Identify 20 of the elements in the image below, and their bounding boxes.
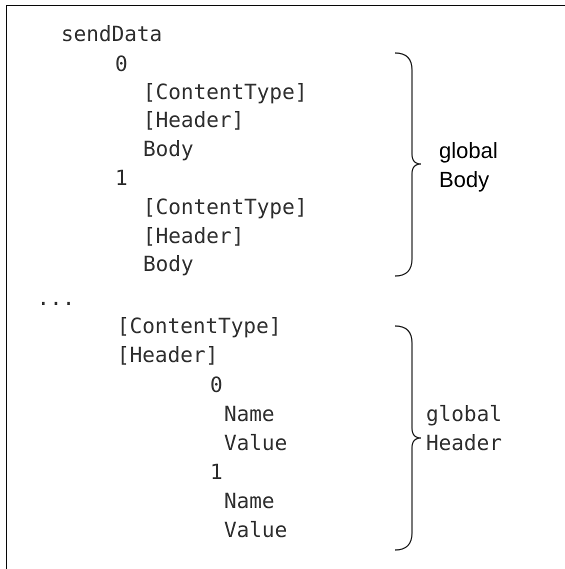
code-line: [Header] — [143, 222, 244, 250]
code-line: 1 — [115, 164, 128, 192]
code-line: 0 — [210, 372, 223, 398]
code-line: 1 — [210, 458, 223, 486]
code-line: Value — [224, 516, 288, 544]
code-line: [Header] — [117, 342, 218, 368]
code-line: [ContentType] — [143, 78, 308, 106]
code-line: sendData — [61, 20, 162, 48]
code-line: Body — [143, 250, 194, 278]
brace-label: global Body — [439, 136, 499, 194]
code-line: [ContentType] — [117, 312, 282, 340]
code-line: Name — [224, 400, 275, 428]
code-line: Value — [224, 430, 288, 456]
code-line: [ContentType] — [143, 194, 308, 220]
code-line: Name — [224, 488, 275, 514]
code-line: 0 — [115, 50, 128, 78]
code-line: Body — [143, 136, 194, 162]
brace-label: global Header — [426, 400, 503, 456]
code-line: ... — [37, 284, 75, 312]
code-line: [Header] — [143, 106, 244, 134]
